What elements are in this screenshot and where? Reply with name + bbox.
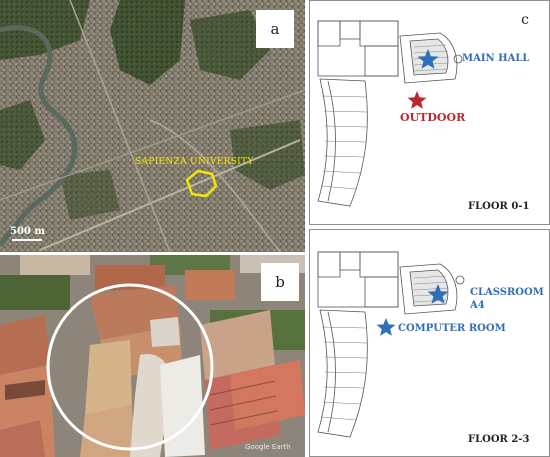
computer-room-label: COMPUTER ROOM bbox=[398, 323, 506, 334]
highlight-circle bbox=[46, 283, 214, 451]
floor-label-top: FLOOR 0-1 bbox=[468, 201, 530, 212]
panel-letter-b: b bbox=[261, 263, 299, 301]
classroom-number-label: A4 bbox=[470, 300, 485, 311]
star-icon bbox=[427, 284, 449, 304]
star-icon bbox=[407, 91, 427, 109]
satellite-map-image bbox=[0, 0, 305, 252]
satellite-map-panel: a SAPIENZA UNIVERSITY 500 m bbox=[0, 0, 305, 252]
university-label: SAPIENZA UNIVERSITY bbox=[135, 157, 254, 167]
classroom-label: CLASSROOM bbox=[470, 287, 544, 298]
panel-letter-a: a bbox=[256, 10, 294, 48]
star-icon bbox=[376, 318, 396, 336]
university-outline bbox=[185, 169, 218, 198]
scale-label: 500 m bbox=[10, 226, 45, 237]
outdoor-label: OUTDOOR bbox=[400, 111, 466, 124]
panel-letter-c: c bbox=[508, 3, 542, 37]
floor-plan-2-3 bbox=[317, 251, 465, 438]
aerial-photo-image bbox=[0, 255, 305, 457]
watermark-label: Google Earth bbox=[245, 443, 291, 451]
star-icon bbox=[417, 49, 439, 69]
main-hall-label: MAIN HALL bbox=[462, 53, 530, 64]
floor-plan-bottom-panel: CLASSROOM A4 COMPUTER ROOM FLOOR 2-3 bbox=[309, 229, 550, 457]
floor-plan-0-1 bbox=[317, 20, 463, 207]
floor-plan-top-panel: c MAIN HALL OUTDOOR FLOOR 0-1 bbox=[309, 0, 550, 225]
river bbox=[0, 25, 78, 247]
aerial-photo-panel: b Google Earth bbox=[0, 255, 305, 457]
floor-label-bottom: FLOOR 2-3 bbox=[468, 434, 530, 445]
